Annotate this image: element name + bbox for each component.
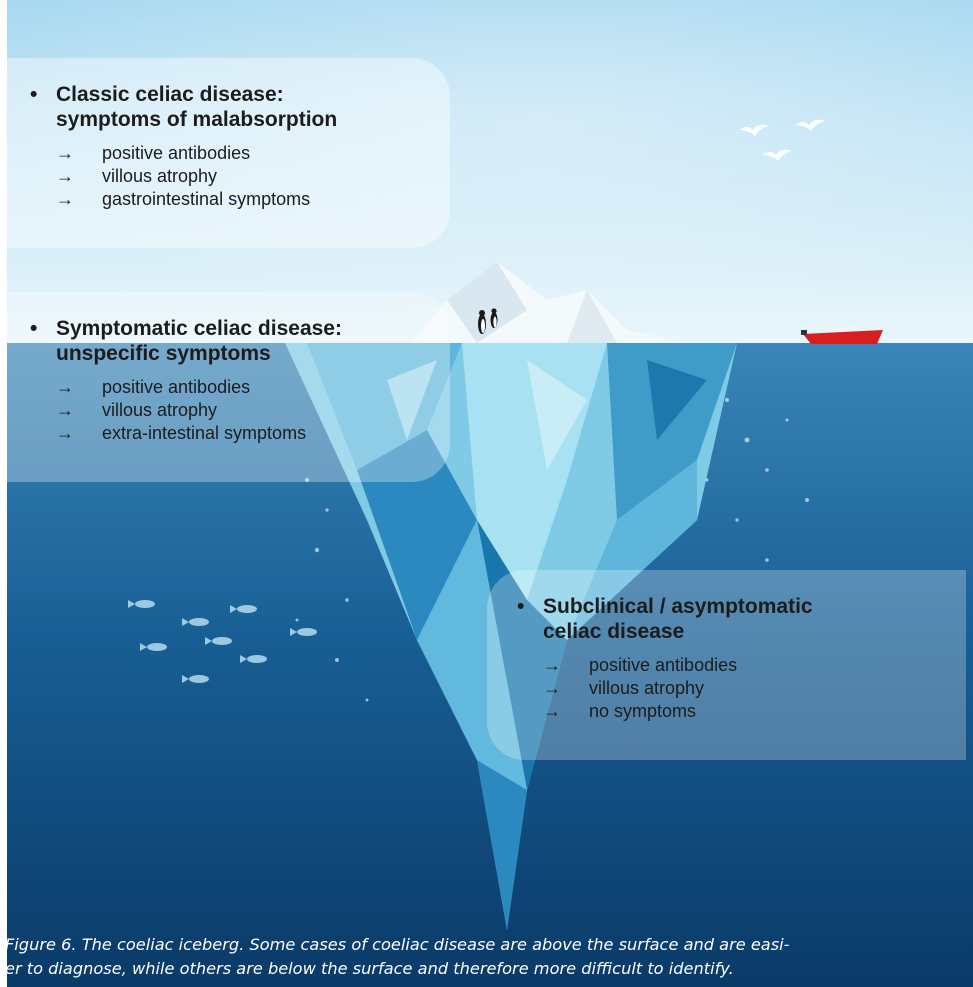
panel-title-line-2: unspecific symptoms <box>56 342 271 365</box>
list-item-label: positive antibodies <box>589 655 737 675</box>
arrow-icon: → <box>56 188 102 211</box>
list-item: →positive antibodies <box>543 654 966 677</box>
panel-title: • Symptomatic celiac disease: unspecific… <box>30 316 450 366</box>
arrow-icon: → <box>543 654 589 677</box>
panel-title: • Classic celiac disease: symptoms of ma… <box>30 82 450 132</box>
panel-list: →positive antibodies →villous atrophy →g… <box>30 142 450 211</box>
bullet: • <box>30 82 37 107</box>
list-item: →no symptoms <box>543 700 966 723</box>
figure-caption: Figure 6. The coeliac iceberg. Some case… <box>5 933 965 981</box>
arrow-icon: → <box>56 399 102 422</box>
classic-celiac-panel: • Classic celiac disease: symptoms of ma… <box>0 58 450 248</box>
list-item-label: no symptoms <box>589 701 696 721</box>
arrow-icon: → <box>543 700 589 723</box>
panel-title-line-1: Subclinical / asymptomatic <box>543 595 813 618</box>
subclinical-celiac-panel: • Subclinical / asymptomatic celiac dise… <box>487 570 966 760</box>
list-item: →positive antibodies <box>56 142 450 165</box>
list-item-label: positive antibodies <box>102 143 250 163</box>
list-item: →extra-intestinal symptoms <box>56 422 450 445</box>
panel-title-line-1: Classic celiac disease: <box>56 83 284 106</box>
panel-title-line-2: celiac disease <box>543 620 684 643</box>
list-item: →villous atrophy <box>543 677 966 700</box>
list-item-label: extra-intestinal symptoms <box>102 423 306 443</box>
arrow-icon: → <box>56 422 102 445</box>
panel-title-line-1: Symptomatic celiac disease: <box>56 317 342 340</box>
symptomatic-celiac-panel: • Symptomatic celiac disease: unspecific… <box>0 292 450 482</box>
list-item-label: villous atrophy <box>102 400 217 420</box>
list-item: →villous atrophy <box>56 165 450 188</box>
list-item: →gastrointestinal symptoms <box>56 188 450 211</box>
list-item-label: positive antibodies <box>102 377 250 397</box>
bullet: • <box>30 316 37 341</box>
list-item-label: villous atrophy <box>589 678 704 698</box>
panel-list: →positive antibodies →villous atrophy →n… <box>517 654 966 723</box>
panel-title: • Subclinical / asymptomatic celiac dise… <box>517 594 966 644</box>
caption-line-1: Figure 6. The coeliac iceberg. Some case… <box>5 933 965 957</box>
arrow-icon: → <box>56 142 102 165</box>
list-item-label: villous atrophy <box>102 166 217 186</box>
list-item: →positive antibodies <box>56 376 450 399</box>
panel-title-line-2: symptoms of malabsorption <box>56 108 337 131</box>
bullet: • <box>517 594 524 619</box>
arrow-icon: → <box>543 677 589 700</box>
list-item: →villous atrophy <box>56 399 450 422</box>
arrow-icon: → <box>56 165 102 188</box>
arrow-icon: → <box>56 376 102 399</box>
list-item-label: gastrointestinal symptoms <box>102 189 310 209</box>
panel-list: →positive antibodies →villous atrophy →e… <box>30 376 450 445</box>
caption-line-2: er to diagnose, while others are below t… <box>5 957 965 981</box>
